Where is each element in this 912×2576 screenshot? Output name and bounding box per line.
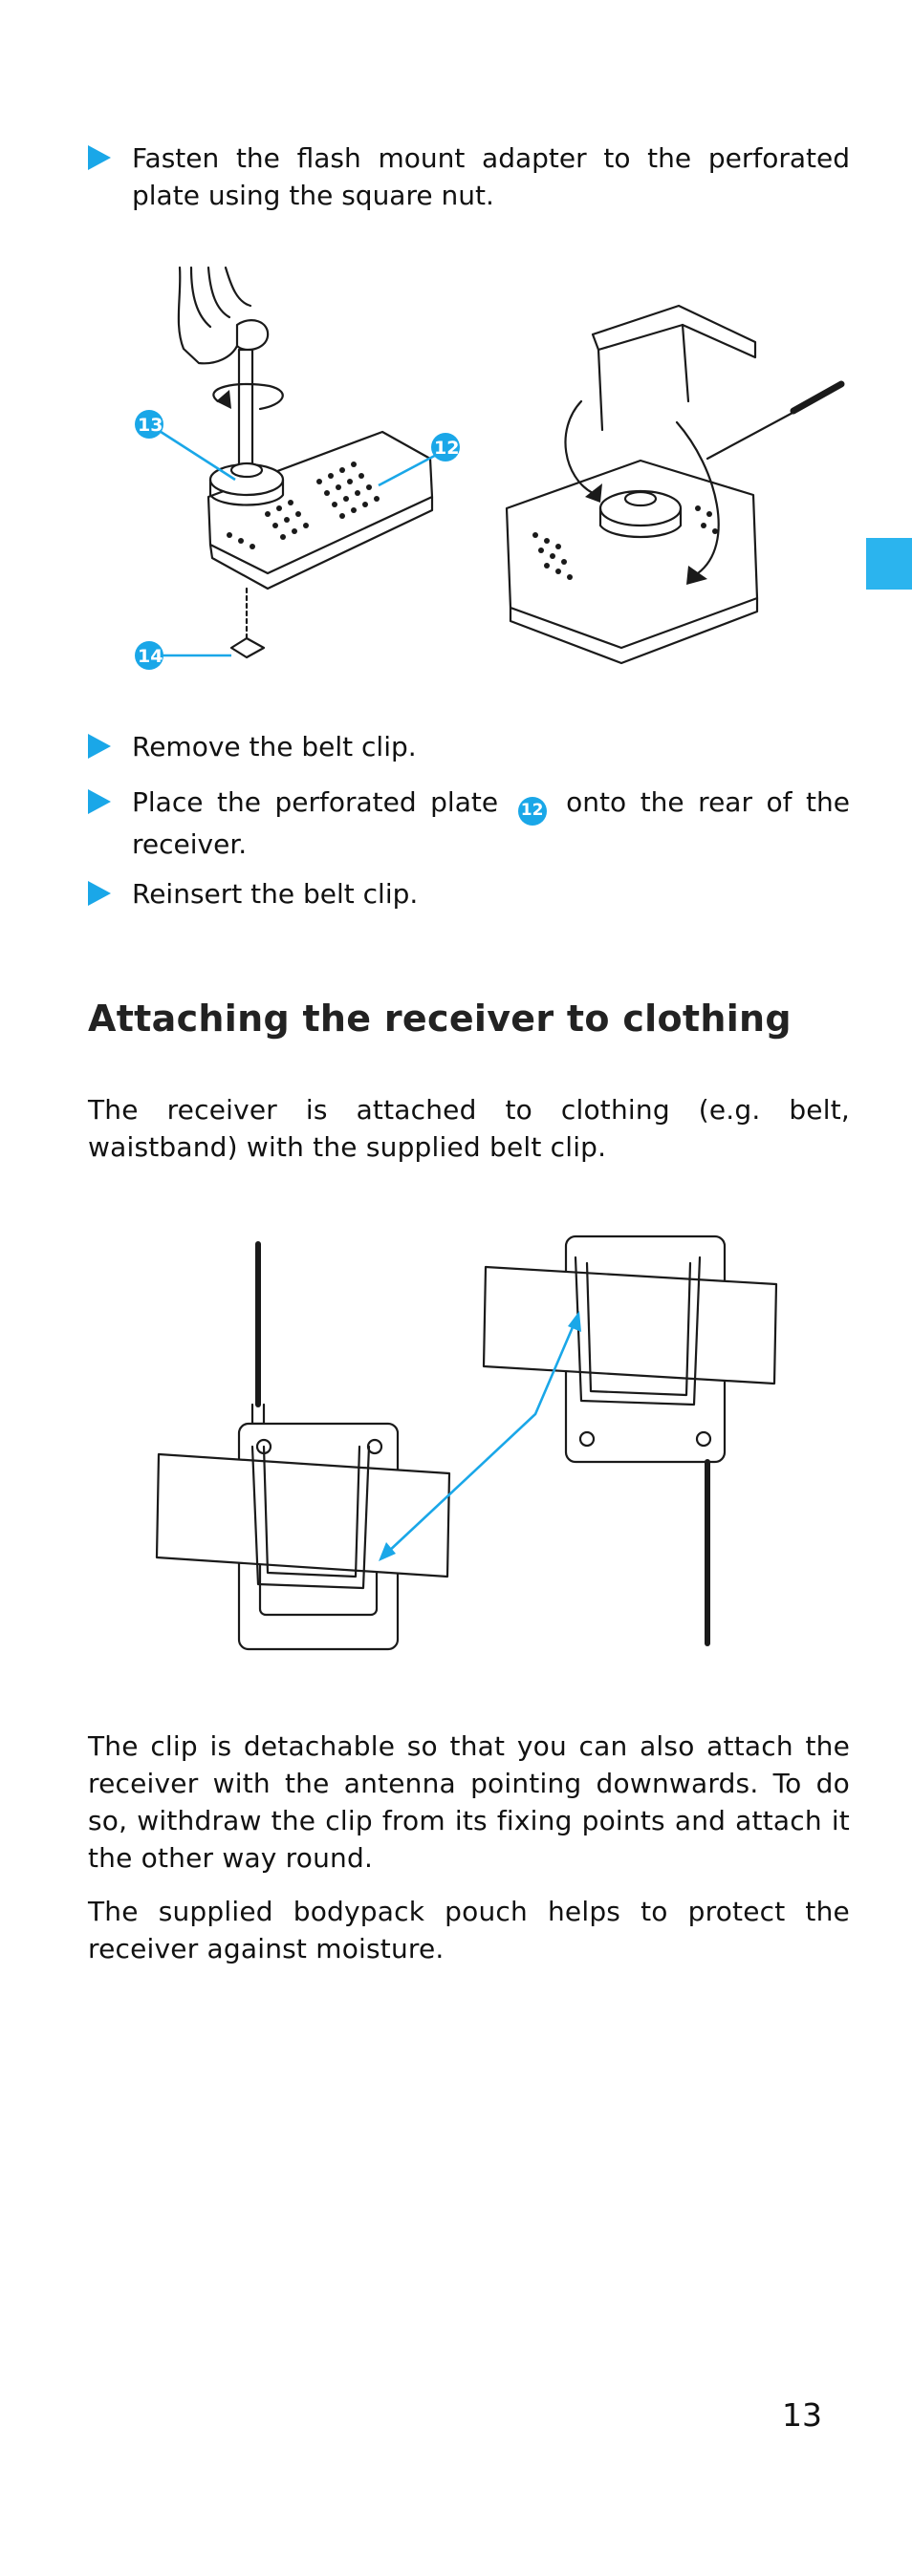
clip-fixing-point bbox=[695, 1430, 712, 1448]
bullet-arrow-icon bbox=[88, 881, 111, 906]
finger-line bbox=[206, 266, 231, 319]
rotation-arrow-head bbox=[216, 390, 231, 409]
step-place-plate: Place the perforated plate 12 onto the r… bbox=[88, 784, 850, 863]
paragraph-pouch: The supplied bodypack pouch helps to pro… bbox=[88, 1896, 850, 1964]
thumb bbox=[235, 319, 270, 352]
mounted-adapter-side bbox=[598, 506, 683, 539]
plate-perforations bbox=[227, 462, 380, 549]
page-number: 13 bbox=[782, 2396, 822, 2434]
paragraph-detachable-clip: The clip is detachable so that you can a… bbox=[88, 1730, 850, 1874]
swing-arrow-icon bbox=[564, 399, 595, 495]
callout-14-badge bbox=[135, 641, 163, 670]
belt-band-right bbox=[482, 1265, 778, 1385]
step-text: Remove the belt clip. bbox=[132, 731, 417, 762]
figure-belt-clip-orientation bbox=[155, 1234, 778, 1651]
flip-arrow-head bbox=[379, 1542, 396, 1561]
finger-line bbox=[224, 266, 252, 308]
callout-13-badge bbox=[135, 410, 163, 439]
belt-band-left bbox=[155, 1452, 451, 1578]
clip-fixing-point bbox=[578, 1430, 596, 1448]
bullet-arrow-icon bbox=[88, 734, 111, 759]
step-remove-clip: Remove the belt clip. bbox=[88, 728, 850, 765]
push-arrow-head bbox=[686, 566, 707, 585]
figure-flash-mount-assembly: 13 12 14 bbox=[135, 266, 845, 670]
plate-edge bbox=[208, 495, 434, 590]
step-text-part: Place the perforated plate bbox=[132, 786, 499, 818]
step-text: Fasten the flash mount adapter to the pe… bbox=[132, 142, 850, 211]
receiver-plate-perforations bbox=[532, 505, 718, 580]
belt-clip-left-inner bbox=[262, 1445, 361, 1578]
callout-14-label: 14 bbox=[138, 646, 163, 667]
rotation-arrow-icon bbox=[212, 382, 284, 411]
bullet-arrow-icon bbox=[88, 789, 111, 814]
callout-12-badge bbox=[431, 433, 460, 462]
bullet-arrow-icon bbox=[88, 145, 111, 170]
belt-clip-left bbox=[250, 1445, 371, 1590]
flip-arrow-icon bbox=[385, 1320, 577, 1555]
receiver-body bbox=[505, 459, 759, 650]
callout-12-inline-badge: 12 bbox=[517, 796, 547, 826]
adapter-side bbox=[208, 478, 285, 506]
antenna-tip bbox=[790, 380, 845, 415]
mounted-adapter-thread bbox=[623, 490, 658, 507]
step-text-part: onto the rear of the receiver. bbox=[132, 786, 850, 860]
swing-arrow-head bbox=[585, 483, 602, 503]
belt-clip-right-inner bbox=[585, 1261, 692, 1397]
intro-paragraph: The receiver is attached to clothing (e.… bbox=[88, 1094, 850, 1163]
callout-12-label: 12 bbox=[434, 438, 459, 459]
callout-13-label: 13 bbox=[138, 415, 163, 436]
screwdriver-shaft bbox=[237, 348, 254, 466]
step-text: Place the perforated plate 12 onto the r… bbox=[132, 784, 850, 863]
section-tab-marker bbox=[866, 538, 912, 590]
callout-line bbox=[154, 426, 236, 482]
finger-line bbox=[189, 266, 212, 329]
belt-clip-wire bbox=[597, 323, 690, 432]
square-nut bbox=[229, 636, 266, 659]
flip-arrow-head bbox=[568, 1311, 581, 1332]
step-reinsert-clip: Reinsert the belt clip. bbox=[88, 875, 850, 912]
step-fasten-adapter: Fasten the flash mount adapter to the pe… bbox=[88, 140, 850, 214]
callout-line bbox=[378, 449, 445, 487]
section-heading: Attaching the receiver to clothing bbox=[88, 998, 792, 1040]
belt-clip-wire bbox=[591, 304, 757, 359]
adapter-thread bbox=[229, 462, 264, 479]
receiver-edge bbox=[509, 596, 759, 665]
push-arrow-icon bbox=[675, 420, 720, 575]
hand-outline bbox=[177, 266, 239, 365]
step-text: Reinsert the belt clip. bbox=[132, 878, 419, 910]
